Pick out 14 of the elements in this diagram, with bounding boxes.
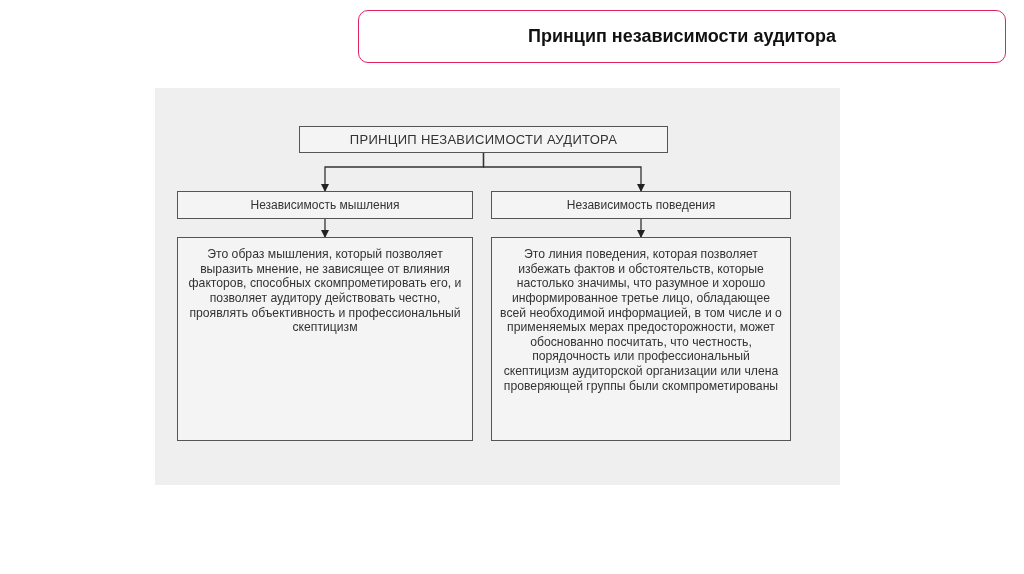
description-box [177,237,473,441]
category-box [177,191,473,219]
box-label: Независимость мышления [250,197,400,213]
description-text: Это образ мышления, который позволяет выразить мнение, не зависящее от влияния факторов, способных скомпрометировать его, и позволяет аудитору действовать честно, проявлять объективность и профессиональный скептицизм [187,247,463,335]
box-label: ПРИНЦИП НЕЗАВИСИМОСТИ АУДИТОРА [349,131,618,148]
arrow [482,152,645,192]
arrow [321,218,329,238]
arrow [637,218,645,238]
heading-box [299,126,668,153]
slide-title: Принцип независимости аудитора [527,26,837,47]
description-text: Это линия поведения, которая позволяет избежать фактов и обстоятельств, которые настолько значимы, что разумное и хорошо информированное третье лицо, обладающее всей необходимой информацией, в том числе и о применяемых мерах предосторожности, может обоснованно посчитать, что честность, порядочность или профессиональный скептицизм аудиторской организации или члена проверяющей группы были скомпрометированы [499,247,783,394]
box-label: Независимость поведения [566,197,716,213]
description-box [491,237,791,441]
category-box [491,191,791,219]
